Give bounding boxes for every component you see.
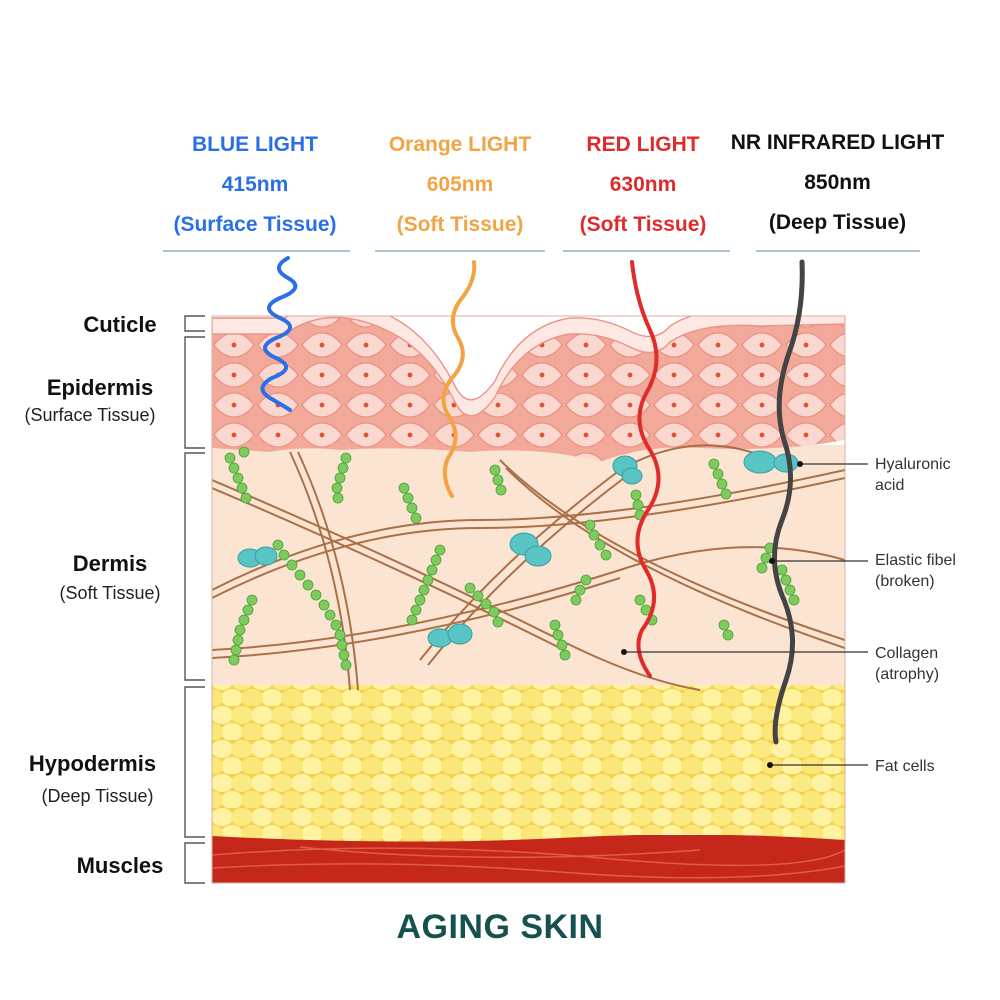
layer-sub-epidermis: (Surface Tissue): [24, 405, 156, 425]
light-depth-blue: (Surface Tissue): [173, 213, 337, 236]
light-wavelength-blue: 415nm: [221, 173, 289, 196]
layer-label-muscles: Muscles: [76, 853, 164, 878]
light-name-red: RED LIGHT: [586, 133, 700, 156]
layer-label-dermis: Dermis: [72, 551, 148, 576]
light-wavelength-infrared: 850nm: [804, 171, 871, 194]
layer-label-epidermis: Epidermis: [46, 375, 154, 400]
underline-infrared: [756, 250, 920, 252]
callout-elastic-fiber: Elastic fibel (broken): [875, 552, 956, 590]
layer-label-cuticle: Cuticle: [83, 312, 157, 337]
callout-collagen: Collagen (atrophy): [875, 645, 940, 683]
layer-brackets: [184, 315, 205, 884]
underline-orange: [375, 250, 545, 252]
fat-layer: [212, 668, 845, 842]
muscle-layer: [212, 835, 845, 883]
underline-blue: [163, 250, 350, 252]
light-name-infrared: NR INFRARED LIGHT: [730, 131, 945, 154]
layer-label-hypodermis: Hypodermis: [28, 751, 157, 776]
underline-red: [563, 250, 730, 252]
light-header-blue: BLUE LIGHT 415nm (Surface Tissue): [160, 125, 350, 245]
light-depth-infrared: (Deep Tissue): [768, 211, 907, 234]
light-header-infrared: NR INFRARED LIGHT 850nm (Deep Tissue): [725, 123, 950, 243]
blue-light-wave: [260, 256, 298, 412]
light-wavelength-red: 630nm: [609, 173, 677, 196]
layer-sub-dermis: (Soft Tissue): [59, 583, 161, 603]
light-depth-orange: (Soft Tissue): [396, 213, 524, 236]
light-wavelength-orange: 605nm: [426, 173, 494, 196]
callout-dots: [621, 461, 803, 768]
orange-light-wave: [441, 260, 477, 498]
infrared-light-wave: [772, 259, 805, 745]
red-light-wave: [630, 260, 661, 678]
layer-sub-hypodermis: (Deep Tissue): [41, 786, 154, 806]
light-name-orange: Orange LIGHT: [388, 133, 532, 156]
light-header-orange: Orange LIGHT 605nm (Soft Tissue): [370, 125, 550, 245]
callout-fat-cells: Fat cells: [875, 758, 935, 775]
page-title: AGING SKIN: [396, 908, 604, 946]
epidermis-layer: [212, 316, 845, 462]
callout-leaders: [624, 463, 868, 766]
light-header-red: RED LIGHT 630nm (Soft Tissue): [553, 125, 733, 245]
callout-hyaluronic-acid: Hyaluronic acid: [875, 456, 951, 494]
light-depth-red: (Soft Tissue): [579, 213, 707, 236]
hyaluronic-acid-molecules: [237, 450, 799, 648]
cuticle-layer: [212, 316, 845, 417]
light-name-blue: BLUE LIGHT: [192, 133, 318, 156]
